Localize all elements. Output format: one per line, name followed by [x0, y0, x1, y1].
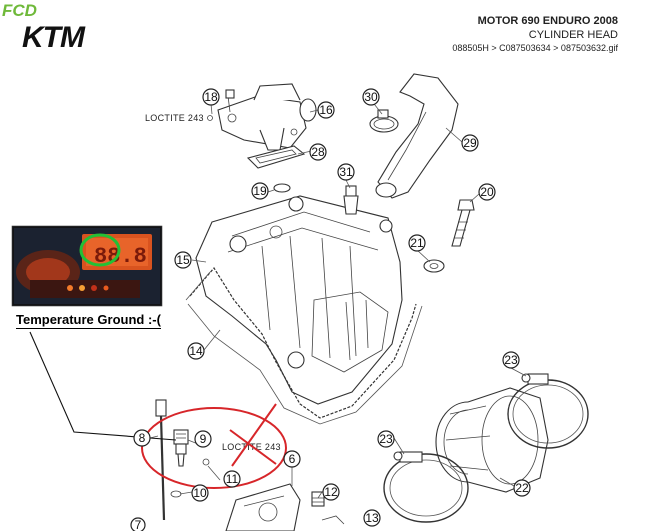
svg-text:8: 8 [139, 431, 146, 445]
part-bubble-12: 12 [322, 483, 340, 501]
svg-text:13: 13 [365, 511, 379, 525]
svg-text:16: 16 [319, 103, 333, 117]
svg-text:7: 7 [135, 518, 142, 531]
long-stud-bolt [155, 399, 167, 521]
svg-text:30: 30 [364, 90, 378, 104]
dashboard-photo: 88.8 [11, 225, 163, 307]
svg-text:28: 28 [311, 145, 325, 159]
part-bubble-23-right: 23 [502, 351, 520, 369]
cylinder-head-cover [195, 195, 403, 405]
svg-text:11: 11 [226, 472, 239, 486]
part-bubble-21: 21 [408, 234, 426, 252]
svg-text:22: 22 [515, 481, 529, 495]
cover-gasket-edge [185, 271, 423, 425]
svg-text:10: 10 [193, 486, 207, 500]
intake-clamp-left [383, 451, 469, 523]
svg-text:9: 9 [200, 432, 207, 446]
part-bubble-18: 18 [202, 88, 220, 106]
part-bubble-8: 8 [133, 429, 151, 447]
highlight-circle [79, 233, 121, 267]
part-bubble-14: 14 [187, 342, 205, 360]
model-title: MOTOR 690 ENDURO 2008 [478, 15, 618, 27]
thermostat-housing [217, 83, 317, 151]
intake-flange [435, 387, 549, 493]
part-number-bubbles: 18 16 28 30 29 31 19 20 21 15 14 23 23 2… [130, 88, 531, 531]
svg-text:19: 19 [253, 184, 267, 198]
sealing-washer [423, 259, 445, 273]
part-bubble-23-left: 23 [377, 430, 395, 448]
temperature-sensor-lower [173, 429, 189, 467]
temperature-sensor-top [343, 185, 359, 215]
cover-gasket [189, 266, 417, 419]
part-bubble-30: 30 [362, 88, 380, 106]
loctite-label-top: LOCTITE 243 [145, 113, 204, 123]
svg-text:15: 15 [176, 253, 190, 267]
part-bubble-11: 11 [223, 470, 241, 488]
intake-clamp-right [507, 373, 589, 449]
o-ring-small [170, 490, 182, 498]
section-title: CYLINDER HEAD [529, 29, 618, 41]
small-screw-washer [207, 115, 213, 121]
o-ring [273, 183, 291, 193]
hose-clamp [369, 109, 399, 133]
part-bubble-15: 15 [174, 251, 192, 269]
cover-bolt [451, 199, 475, 247]
red-annotation [141, 403, 287, 489]
sensor-washer [202, 458, 210, 466]
part-bubble-20: 20 [478, 183, 496, 201]
svg-text:23: 23 [379, 432, 393, 446]
svg-text:12: 12 [324, 485, 338, 499]
part-bubble-22: 22 [513, 479, 531, 497]
svg-text:21: 21 [410, 236, 424, 250]
part-bubble-28: 28 [309, 143, 327, 161]
part-bubble-10: 10 [191, 484, 209, 502]
part-bubble-6: 6 [283, 450, 301, 468]
part-bubble-16: 16 [317, 101, 335, 119]
part-bubble-19: 19 [251, 182, 269, 200]
caption-pointer-line [29, 331, 177, 441]
svg-text:20: 20 [480, 185, 494, 199]
part-bubble-29: 29 [461, 134, 479, 152]
svg-text:29: 29 [463, 136, 477, 150]
loctite-label-bottom: LOCTITE 243 [222, 442, 281, 452]
coolant-hose [375, 73, 459, 199]
svg-text:6: 6 [289, 452, 296, 466]
svg-text:18: 18 [204, 90, 218, 104]
part-bubble-13: 13 [363, 509, 381, 527]
bracket-fragment [321, 515, 345, 525]
temperature-ground-caption: Temperature Ground :-( [16, 312, 161, 329]
brand-logo: KTM [22, 21, 86, 54]
svg-text:23: 23 [504, 353, 518, 367]
cylinder-base [225, 483, 301, 531]
part-bubble-7: 7 [130, 517, 146, 531]
part-bubble-31: 31 [337, 163, 355, 181]
nut-fitting [311, 491, 325, 507]
svg-text:14: 14 [189, 344, 203, 358]
reference-path: 088505H > C087503634 > 087503632.gif [452, 43, 618, 53]
part-bubble-9: 9 [194, 430, 212, 448]
watermark-text: FCD [2, 1, 37, 20]
svg-text:31: 31 [339, 165, 353, 179]
